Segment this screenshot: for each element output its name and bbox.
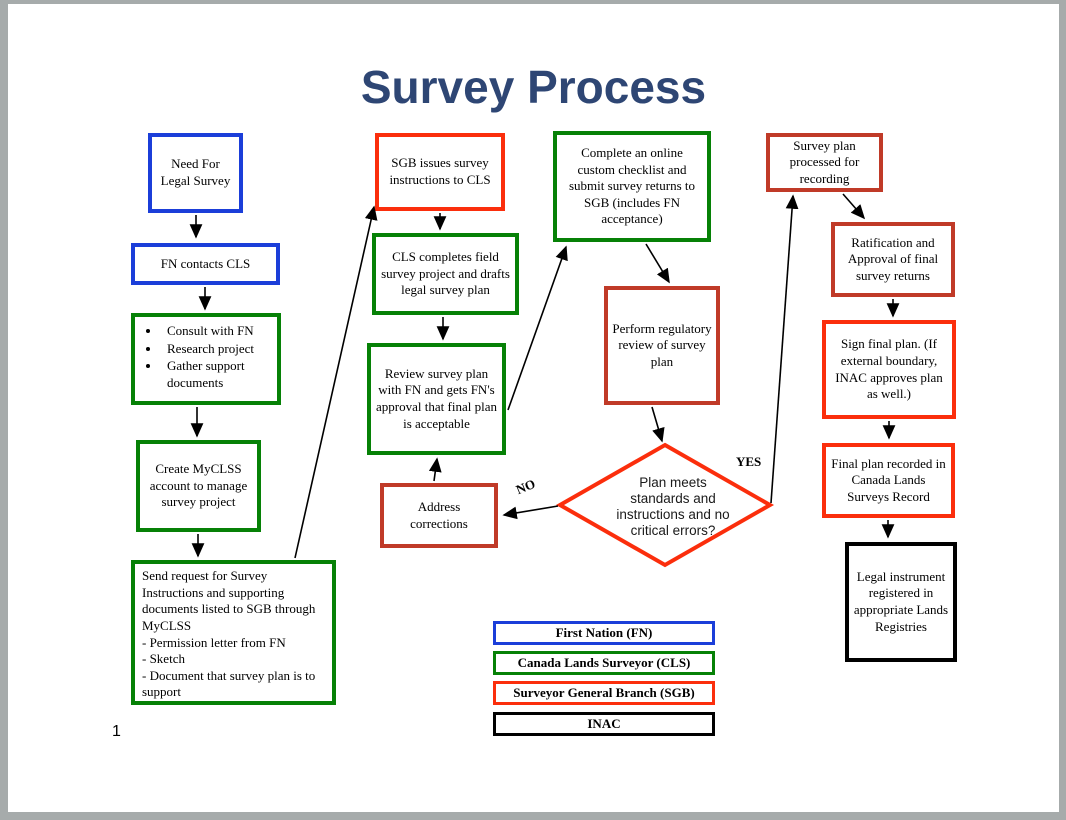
arrow-checklist-to-regulatory xyxy=(645,243,670,284)
arrow-decision-yes xyxy=(770,194,799,504)
node-text: - Permission letter from FN xyxy=(142,634,286,650)
node-cls-completes-field-survey: CLS completes field survey project and d… xyxy=(372,233,519,315)
node-sgb-issues-instructions: SGB issues survey instructions to CLS xyxy=(375,133,505,211)
decision-question: Plan meets standards and instructions an… xyxy=(616,475,730,538)
bullet-item: Gather support documents xyxy=(161,358,277,391)
decision-yes-label: YES xyxy=(736,454,762,469)
node-ratification-approval: Ratification and Approval of final surve… xyxy=(831,222,955,297)
node-create-myclss: Create MyCLSS account to manage survey p… xyxy=(136,440,261,532)
node-survey-plan-processed: Survey plan processed for recording xyxy=(766,133,883,192)
arrow-decision-no xyxy=(502,505,559,520)
legend-label: INAC xyxy=(587,716,621,731)
legend-label: Surveyor General Branch (SGB) xyxy=(513,685,695,700)
legend-first-nation: First Nation (FN) xyxy=(493,621,715,645)
node-text: Final plan recorded in Canada Lands Surv… xyxy=(831,455,946,504)
node-text: Legal instrument registered in appropria… xyxy=(853,568,949,634)
node-fn-contacts-cls: FN contacts CLS xyxy=(131,243,280,285)
node-send-request: Send request for Survey Instructions and… xyxy=(131,560,336,705)
node-final-plan-recorded: Final plan recorded in Canada Lands Surv… xyxy=(822,443,955,518)
node-legal-instrument-registered: Legal instrument registered in appropria… xyxy=(845,542,957,662)
bullet-item: Research project xyxy=(161,341,277,358)
arrow-processed-to-ratification xyxy=(842,193,866,220)
node-text: CLS completes field survey project and d… xyxy=(381,249,510,298)
node-text: Send request for Survey Instructions and… xyxy=(142,568,316,633)
node-text: - Sketch xyxy=(142,651,185,667)
node-text: FN contacts CLS xyxy=(160,255,251,271)
bullet-item: Consult with FN xyxy=(161,323,277,340)
arrow-corrections-to-review xyxy=(428,457,442,482)
decision-no-label: NO xyxy=(513,475,538,498)
legend-inac: INAC xyxy=(493,712,715,736)
node-text: Ratification and Approval of final surve… xyxy=(847,234,939,283)
node-perform-regulatory-review: Perform regulatory review of survey plan xyxy=(604,286,720,405)
page-number: 1 xyxy=(112,723,121,740)
node-text: Sign final plan. (If external boundary, … xyxy=(835,336,943,402)
legend-canada-lands-surveyor: Canada Lands Surveyor (CLS) xyxy=(493,651,715,675)
node-text: Create MyCLSS account to manage survey p… xyxy=(149,461,248,510)
node-review-survey-plan: Review survey plan with FN and gets FN's… xyxy=(367,343,506,455)
node-text: Address corrections xyxy=(410,498,468,531)
arrow-send-to-sgb xyxy=(294,205,378,559)
arrow-regulatory-to-decision xyxy=(651,406,665,443)
node-text: Perform regulatory review of survey plan xyxy=(612,320,712,369)
legend-label: Canada Lands Surveyor (CLS) xyxy=(517,655,691,670)
legend-surveyor-general-branch: Surveyor General Branch (SGB) xyxy=(493,681,715,705)
page-title: Survey Process xyxy=(360,61,707,113)
bullet-list: Consult with FN Research project Gather … xyxy=(135,321,277,392)
node-need-for-legal-survey: Need For Legal Survey xyxy=(148,133,243,213)
node-text: Need For Legal Survey xyxy=(160,156,231,188)
node-consult-with-fn: Consult with FN Research project Gather … xyxy=(131,313,281,405)
slide-background: Survey Process Need For Legal Survey FN … xyxy=(8,4,1059,812)
node-text: Review survey plan with FN and gets FN's… xyxy=(376,365,497,431)
node-address-corrections: Address corrections xyxy=(380,483,498,548)
node-complete-online-checklist: Complete an online custom checklist and … xyxy=(553,131,711,242)
node-text: Survey plan processed for recording xyxy=(789,137,860,186)
node-text: SGB issues survey instructions to CLS xyxy=(389,155,491,187)
legend-label: First Nation (FN) xyxy=(555,625,653,640)
node-sign-final-plan: Sign final plan. (If external boundary, … xyxy=(822,320,956,419)
node-text: Complete an online custom checklist and … xyxy=(568,144,695,227)
node-text: - Document that survey plan is to suppor… xyxy=(142,667,316,700)
